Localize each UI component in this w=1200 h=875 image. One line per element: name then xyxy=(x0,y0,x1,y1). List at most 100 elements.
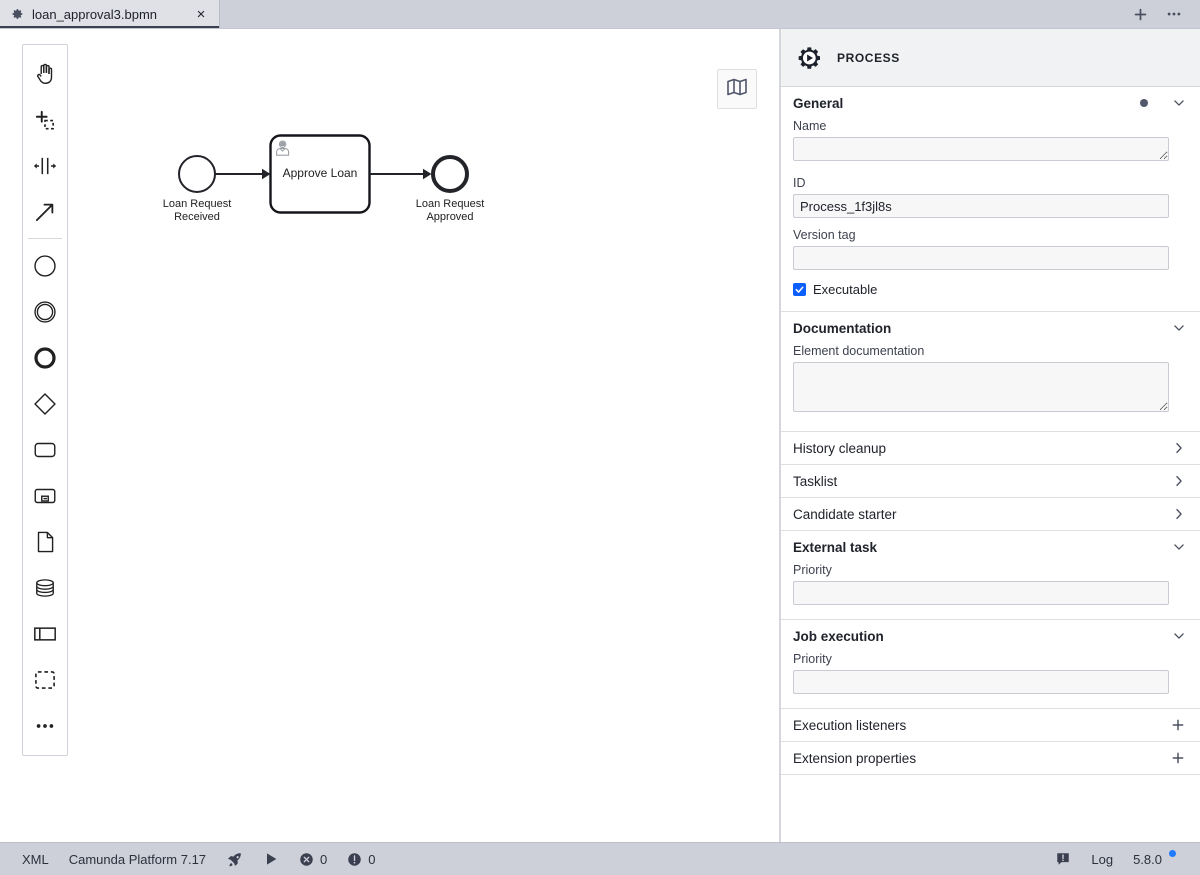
add-execution-listener-plus-icon[interactable] xyxy=(1170,717,1186,733)
group-candidate-starter: Candidate starter xyxy=(781,498,1200,531)
play-icon xyxy=(263,851,279,867)
end-event-shape xyxy=(431,155,469,193)
chevron-right-icon[interactable] xyxy=(1172,507,1186,521)
field-name: Name xyxy=(793,119,1186,166)
group-dashed-icon[interactable] xyxy=(23,657,67,703)
group-external-task-body: Priority xyxy=(781,563,1200,619)
deploy-button[interactable] xyxy=(216,843,253,875)
field-element-documentation: Element documentation xyxy=(793,344,1186,417)
field-id: ID xyxy=(793,176,1186,218)
participant-pool-icon[interactable] xyxy=(23,611,67,657)
tab-loan-approval3[interactable]: loan_approval3.bpmn × xyxy=(0,0,220,28)
properties-panel: PROCESS General Name xyxy=(780,29,1200,842)
chevron-down-icon[interactable] xyxy=(1172,321,1186,335)
group-job-execution-header[interactable]: Job execution xyxy=(781,620,1200,652)
group-tasklist-header[interactable]: Tasklist xyxy=(781,465,1200,497)
start-event-label: Loan Request Received xyxy=(162,198,232,223)
data-store-icon[interactable] xyxy=(23,565,67,611)
bpmn-canvas[interactable]: Loan Request Received Approve Loan Loan … xyxy=(0,29,780,842)
group-external-task: External task Priority xyxy=(781,531,1200,620)
start-event-icon[interactable] xyxy=(23,243,67,289)
external-task-priority-input[interactable] xyxy=(793,581,1169,605)
run-button[interactable] xyxy=(253,843,289,875)
group-general-title: General xyxy=(793,95,844,111)
group-candidate-starter-title: Candidate starter xyxy=(793,506,897,522)
warning-count-indicator[interactable]: 0 xyxy=(337,843,385,875)
connect-arrow-icon[interactable] xyxy=(23,189,67,235)
version-indicator[interactable]: 5.8.0 xyxy=(1123,843,1186,875)
status-bar: XML Camunda Platform 7.17 0 xyxy=(0,842,1200,875)
chevron-down-icon[interactable] xyxy=(1172,629,1186,643)
sequence-flow-2 xyxy=(369,168,432,180)
group-external-task-title: External task xyxy=(793,539,878,555)
bpmn-palette xyxy=(22,44,68,756)
new-tab-plus-icon[interactable] xyxy=(1130,4,1150,24)
gateway-diamond-icon[interactable] xyxy=(23,381,67,427)
palette-ellipsis-icon[interactable] xyxy=(23,703,67,749)
user-task-icon xyxy=(276,140,290,156)
group-execution-listeners-header[interactable]: Execution listeners xyxy=(781,709,1200,741)
element-documentation-input[interactable] xyxy=(793,362,1169,412)
more-options-ellipsis-icon[interactable] xyxy=(1164,4,1184,24)
group-documentation-title: Documentation xyxy=(793,320,892,336)
chevron-right-icon[interactable] xyxy=(1172,474,1186,488)
status-xml-button[interactable]: XML xyxy=(22,851,49,867)
properties-scroll-area[interactable]: General Name ID xyxy=(781,87,1200,842)
chevron-down-icon[interactable] xyxy=(1172,96,1186,110)
status-engine-label[interactable]: Camunda Platform 7.17 xyxy=(68,851,207,867)
task-label: Approve Loan xyxy=(282,166,358,180)
end-event-label: Loan Request Approved xyxy=(415,198,485,223)
group-general: General Name ID xyxy=(781,87,1200,312)
intermediate-event-icon[interactable] xyxy=(23,289,67,335)
id-input[interactable] xyxy=(793,194,1169,218)
executable-label: Executable xyxy=(813,282,878,297)
group-extension-properties-header[interactable]: Extension properties xyxy=(781,742,1200,774)
log-toggle-button[interactable] xyxy=(1045,843,1081,875)
tab-bar: loan_approval3.bpmn × xyxy=(0,0,1200,28)
group-external-task-header[interactable]: External task xyxy=(781,531,1200,563)
id-label: ID xyxy=(793,176,806,190)
group-documentation-header[interactable]: Documentation xyxy=(781,312,1200,344)
group-general-status-dot xyxy=(1140,99,1148,107)
minimap-toggle-button[interactable] xyxy=(717,69,757,109)
add-extension-property-plus-icon[interactable] xyxy=(1170,750,1186,766)
warning-count: 0 xyxy=(368,851,376,867)
lasso-tool-icon[interactable] xyxy=(23,97,67,143)
version-tag-input[interactable] xyxy=(793,246,1169,270)
tab-bar-spacer xyxy=(220,0,1130,28)
version-label: 5.8.0 xyxy=(1133,851,1162,867)
end-event-icon[interactable] xyxy=(23,335,67,381)
name-input[interactable] xyxy=(793,137,1169,161)
main-body: Loan Request Received Approve Loan Loan … xyxy=(0,28,1200,842)
chevron-down-icon[interactable] xyxy=(1172,540,1186,554)
field-version-tag: Version tag xyxy=(793,228,1186,270)
version-tag-label: Version tag xyxy=(793,228,856,242)
warning-circle-icon xyxy=(347,852,362,867)
bpmn-diagram[interactable] xyxy=(0,29,779,842)
executable-row: Executable xyxy=(793,282,1186,297)
hand-tool-icon[interactable] xyxy=(23,51,67,97)
data-object-icon[interactable] xyxy=(23,519,67,565)
close-icon[interactable]: × xyxy=(196,5,206,23)
tab-bar-actions xyxy=(1130,0,1200,28)
chevron-right-icon[interactable] xyxy=(1172,441,1186,455)
group-history-cleanup-header[interactable]: History cleanup xyxy=(781,432,1200,464)
group-execution-listeners-title: Execution listeners xyxy=(793,717,907,733)
group-candidate-starter-header[interactable]: Candidate starter xyxy=(781,498,1200,530)
subprocess-icon[interactable] xyxy=(23,473,67,519)
space-tool-icon[interactable] xyxy=(23,143,67,189)
field-job-execution-priority: Priority xyxy=(793,652,1186,694)
group-history-cleanup: History cleanup xyxy=(781,432,1200,465)
group-documentation-body: Element documentation xyxy=(781,344,1200,431)
group-general-body: Name ID Version tag xyxy=(781,119,1200,311)
group-general-header[interactable]: General xyxy=(781,87,1200,119)
task-icon[interactable] xyxy=(23,427,67,473)
job-execution-priority-input[interactable] xyxy=(793,670,1169,694)
log-label-button[interactable]: Log xyxy=(1091,851,1114,867)
executable-checkbox[interactable] xyxy=(793,283,806,296)
gear-icon xyxy=(10,7,24,21)
group-documentation: Documentation Element documentation xyxy=(781,312,1200,432)
error-count-indicator[interactable]: 0 xyxy=(289,843,337,875)
job-execution-priority-label: Priority xyxy=(793,652,832,666)
